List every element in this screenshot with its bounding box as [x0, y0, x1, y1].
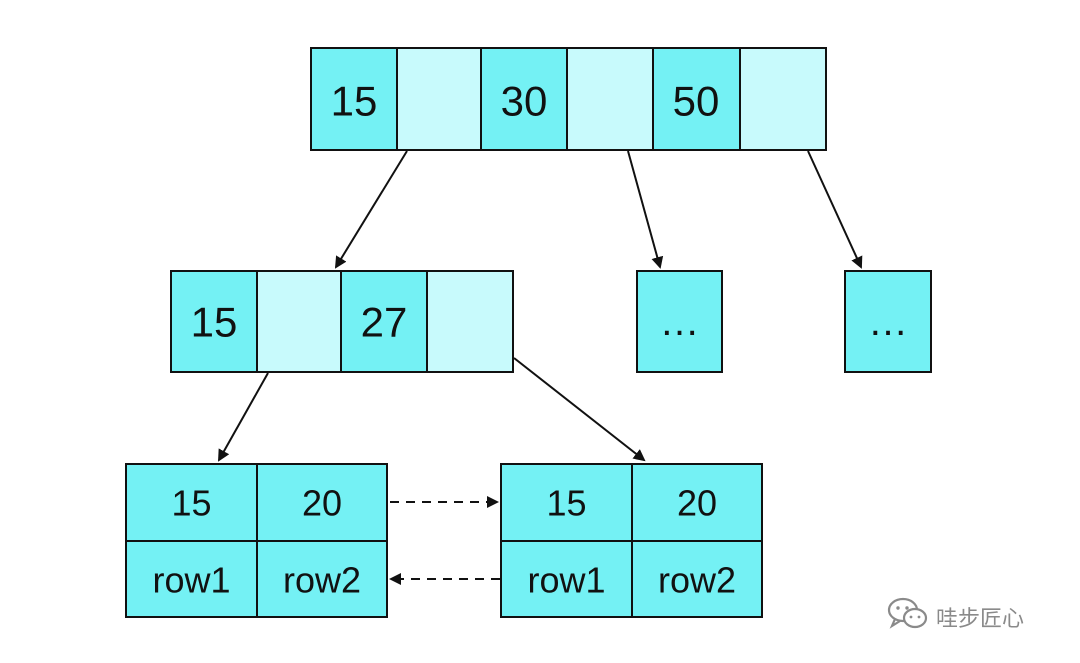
tree-arrows	[218, 150, 863, 585]
internal-node: 15 27	[170, 270, 514, 373]
arrow-root-to-placeholder-1	[627, 150, 664, 269]
placeholder-node: …	[636, 270, 723, 373]
root-pointer-cell	[739, 47, 827, 151]
leaf-row-cell	[256, 540, 388, 618]
leaf-key-label: 20	[677, 483, 717, 524]
arrow-internal-to-leaf-1	[218, 372, 269, 462]
leaf-node-2: 15 20 row1 row2	[500, 463, 763, 618]
wechat-icon	[886, 596, 930, 637]
arrow-internal-to-leaf-2	[513, 357, 646, 462]
leaf-key-label: 15	[546, 483, 586, 524]
leaf-key-label: 20	[302, 483, 342, 524]
root-node: 15 30 50	[310, 47, 827, 151]
root-pointer-cell	[566, 47, 654, 151]
internal-pointer-cell	[256, 270, 342, 373]
watermark-text: 哇步匠心	[936, 606, 1025, 632]
leaf-row-label: row2	[283, 560, 361, 601]
internal-key-label: 27	[361, 299, 408, 346]
placeholder-ellipsis: …	[868, 300, 908, 344]
placeholder-node: …	[844, 270, 932, 373]
leaf-key-cell	[125, 463, 258, 542]
root-pointer-cell	[396, 47, 482, 151]
leaf-row-cell	[500, 540, 633, 618]
placeholder-ellipsis: …	[660, 300, 700, 344]
internal-key-label: 15	[191, 299, 238, 346]
internal-key-cell	[340, 270, 428, 373]
arrow-root-to-internal	[334, 150, 408, 269]
root-key-cell	[310, 47, 398, 151]
leaf-row-label: row1	[527, 560, 605, 601]
leaf-row-label: row1	[152, 560, 230, 601]
internal-pointer-cell	[426, 270, 514, 373]
watermark: 哇步匠心	[886, 596, 1024, 637]
leaf-row-label: row2	[658, 560, 736, 601]
root-key-label: 50	[673, 78, 720, 125]
root-key-cell	[480, 47, 568, 151]
root-key-cell	[652, 47, 741, 151]
leaf-node-1: 15 20 row1 row2	[125, 463, 388, 618]
leaf-key-cell	[500, 463, 633, 542]
placeholder-box	[636, 270, 723, 373]
leaf-key-label: 15	[171, 483, 211, 524]
root-key-label: 15	[331, 78, 378, 125]
root-key-label: 30	[501, 78, 548, 125]
placeholder-box	[844, 270, 932, 373]
leaf-row-cell	[125, 540, 258, 618]
arrow-root-to-placeholder-2	[807, 150, 863, 269]
leaf-row-cell	[631, 540, 763, 618]
